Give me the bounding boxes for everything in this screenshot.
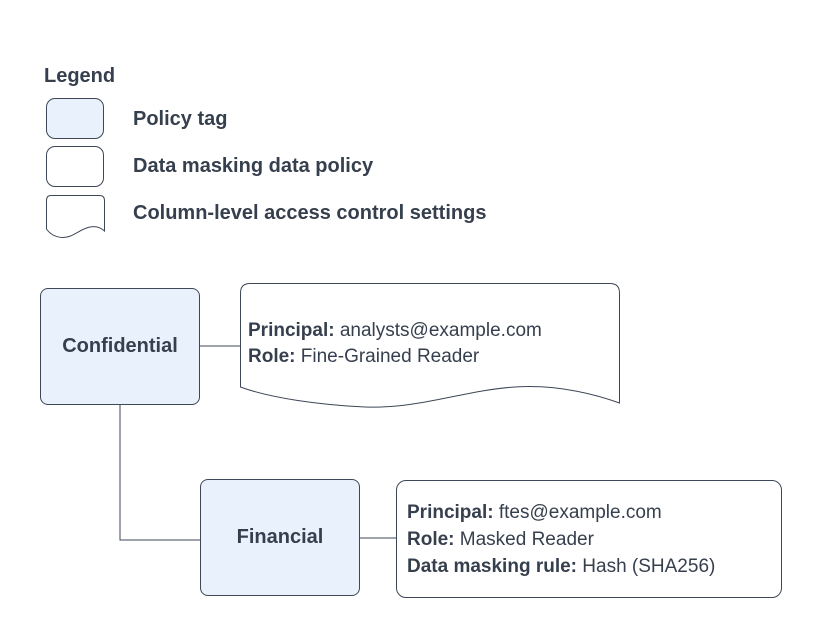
- node-financial-label: Financial: [236, 526, 324, 548]
- legend-data-policy-swatch: [46, 146, 104, 187]
- masking-policy-rule-value: Hash (SHA256): [582, 555, 716, 577]
- masking-policy-rule-label: Data masking rule:: [407, 555, 577, 577]
- masking-policy-principal-label: Principal:: [407, 501, 494, 523]
- masking-policy-line: Role: Masked Reader: [407, 526, 781, 553]
- access-note-role-value: Fine-Grained Reader: [300, 346, 480, 367]
- access-note-line: Role: Fine-Grained Reader: [248, 344, 542, 370]
- masking-policy-box: Principal: ftes@example.com Role: Masked…: [396, 480, 782, 598]
- legend-document-shape: [46, 195, 105, 239]
- legend-title: Legend: [44, 65, 116, 87]
- masking-policy-role-label: Role:: [407, 528, 455, 550]
- node-confidential: Confidential: [40, 288, 200, 405]
- access-note-line: Principal: analysts@example.com: [248, 318, 542, 344]
- masking-policy-role-value: Masked Reader: [459, 528, 594, 550]
- access-note-principal-value: analysts@example.com: [339, 320, 542, 341]
- access-note-text: Principal: analysts@example.com Role: Fi…: [248, 318, 542, 370]
- access-note-role-label: Role:: [248, 346, 296, 367]
- connector-confidential-to-financial: [119, 405, 200, 541]
- masking-policy-principal-value: ftes@example.com: [498, 501, 662, 523]
- access-note-document-shape: [240, 283, 620, 408]
- legend-policy-tag-swatch: [46, 98, 104, 139]
- legend-item-data-masking-policy: Data masking data policy: [133, 155, 374, 177]
- legend-item-policy-tag: Policy tag: [133, 108, 228, 130]
- masking-policy-line: Principal: ftes@example.com: [407, 499, 781, 526]
- node-confidential-label: Confidential: [62, 335, 178, 357]
- legend-item-column-access-settings: Column-level access control settings: [133, 202, 487, 224]
- access-note-principal-label: Principal:: [248, 320, 335, 341]
- masking-policy-line: Data masking rule: Hash (SHA256): [407, 553, 781, 580]
- node-financial: Financial: [200, 479, 360, 596]
